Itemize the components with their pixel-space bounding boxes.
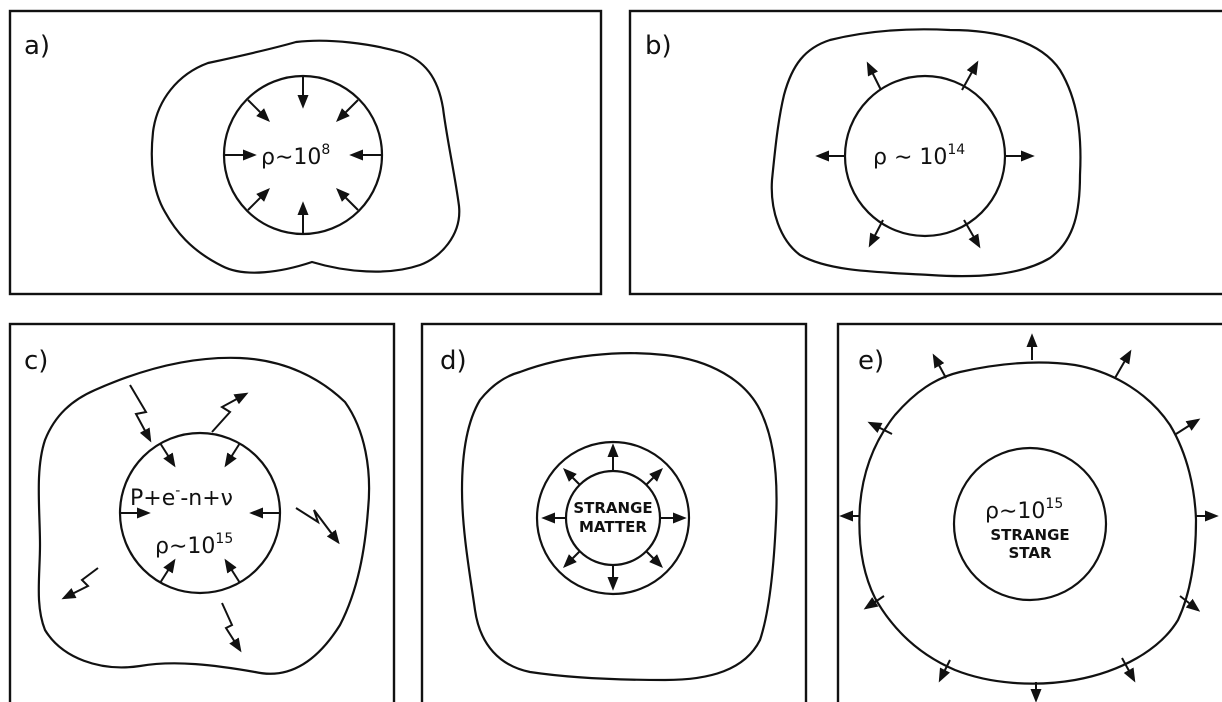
- reaction-label: P+e--n+ν: [130, 483, 233, 511]
- panel-d: d) STRANGE MATTER: [420, 322, 808, 702]
- collapse-arrows: [225, 77, 381, 233]
- panel-b-label: b): [645, 31, 672, 61]
- panel-e-label: e): [858, 346, 884, 376]
- density-label: ρ∼1015: [155, 531, 233, 559]
- panel-c: c) P+e--n+ν ρ∼1015: [8, 322, 396, 702]
- expansion-arrows: [541, 443, 687, 591]
- density-label: ρ ∼ 1014: [873, 142, 965, 170]
- envelope: [150, 39, 461, 274]
- envelope: [858, 361, 1198, 685]
- panel-b: b) ρ ∼ 1014: [628, 9, 1222, 296]
- panel-d-label: d): [440, 346, 467, 376]
- star-label-line2: STAR: [1008, 544, 1051, 562]
- panel-e: e) ρ∼1015 STRANGE STAR: [836, 322, 1222, 702]
- envelope: [770, 28, 1082, 278]
- ejection-arrows: [839, 333, 1219, 702]
- panel-d-frame: [420, 322, 808, 702]
- density-label: ρ∼1015: [985, 496, 1063, 524]
- neutrino-zigzag-arrows: [61, 384, 340, 653]
- infall-arrows: [121, 442, 279, 584]
- panel-a-label: a): [24, 31, 50, 61]
- panel-c-frame: [8, 322, 396, 702]
- matter-label-line2: MATTER: [579, 518, 647, 536]
- panel-c-label: c): [24, 346, 48, 376]
- envelope: [460, 352, 778, 682]
- bounce-arrows: [815, 60, 1035, 249]
- panel-a-frame: [8, 9, 603, 296]
- strange-label-line1: STRANGE: [573, 499, 652, 517]
- panel-b-frame: [628, 9, 1222, 296]
- envelope: [37, 356, 371, 675]
- panel-e-frame: [836, 322, 1222, 702]
- strange-label-line1: STRANGE: [990, 526, 1069, 544]
- panel-a: a) ρ∼108: [8, 9, 603, 296]
- density-label: ρ∼108: [261, 142, 330, 170]
- strange-star-circle: [952, 446, 1108, 602]
- core-circle: [118, 431, 282, 595]
